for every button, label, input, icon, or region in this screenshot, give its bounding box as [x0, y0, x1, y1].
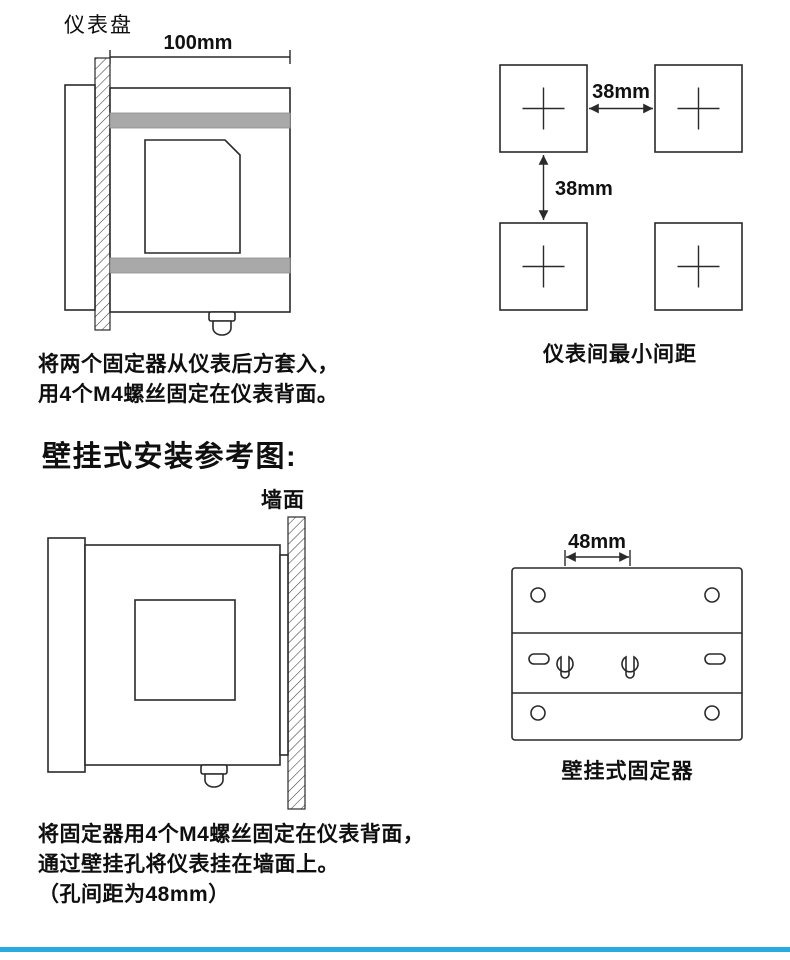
cable-gland-nut	[208, 311, 236, 322]
bottom-accent-bar	[0, 947, 790, 952]
meter-back-panel	[144, 139, 241, 254]
fixer-plate	[511, 567, 743, 741]
fixer-clamp-top	[109, 112, 291, 129]
meter-front-bezel	[47, 537, 86, 773]
side-slot	[704, 653, 726, 665]
panel-cutout-hatch	[94, 57, 111, 331]
screw-hole	[704, 587, 720, 603]
cable-gland-body	[204, 773, 224, 788]
meter-outline-top-left	[499, 64, 588, 153]
wall-fixer-diagram: 48mm	[511, 531, 743, 741]
panel-diagram-title: 仪表盘	[64, 14, 133, 37]
screw-hole	[530, 587, 546, 603]
side-slot	[528, 653, 550, 665]
spacing-caption: 仪表间最小间距	[543, 343, 697, 366]
meter-back-panel	[134, 599, 236, 701]
crosshair-icon	[677, 87, 720, 130]
instruction-line: 将两个固定器从仪表后方套入，	[38, 353, 339, 376]
crosshair-icon	[677, 245, 720, 288]
screw-hole	[530, 705, 546, 721]
instruction-line: 用4个M4螺丝固定在仪表背面。	[38, 383, 339, 406]
fixer-caption: 壁挂式固定器	[561, 760, 694, 783]
wall-fixer-plate-edge	[279, 554, 289, 756]
width-dim-label: 100mm	[164, 32, 233, 54]
instruction-line: （孔间距为48mm）	[38, 883, 230, 906]
wall-mount-side-view-diagram	[47, 516, 306, 810]
panel-mount-side-view-diagram: 100mm	[64, 32, 291, 336]
meter-spacing-diagram: 38mm 38mm	[499, 64, 743, 311]
keyhole-slot	[556, 655, 574, 679]
wall-mount-instructions: 将固定器用4个M4螺丝固定在仪表背面， 通过壁挂孔将仪表挂在墙面上。 （孔间距为…	[38, 820, 424, 910]
wall-mount-heading: 壁挂式安装参考图:	[42, 441, 298, 473]
fixer-clamp-bottom	[109, 257, 291, 274]
screw-hole	[704, 705, 720, 721]
keyhole-slot	[621, 655, 639, 679]
horizontal-spacing-label: 38mm	[592, 81, 650, 103]
crosshair-icon	[522, 87, 565, 130]
hole-spacing-label: 48mm	[568, 531, 626, 553]
panel-mount-instructions: 将两个固定器从仪表后方套入， 用4个M4螺丝固定在仪表背面。	[38, 350, 339, 410]
crosshair-icon	[522, 245, 565, 288]
cable-gland-nut	[200, 764, 228, 775]
cable-gland-body	[212, 320, 232, 336]
instruction-line: 通过壁挂孔将仪表挂在墙面上。	[38, 853, 339, 876]
wall-hatch	[287, 516, 306, 810]
vertical-spacing-label: 38mm	[555, 178, 613, 200]
wall-surface-label: 墙面	[261, 489, 305, 512]
meter-front-bezel	[64, 84, 96, 311]
instruction-line: 将固定器用4个M4螺丝固定在仪表背面，	[38, 823, 425, 846]
